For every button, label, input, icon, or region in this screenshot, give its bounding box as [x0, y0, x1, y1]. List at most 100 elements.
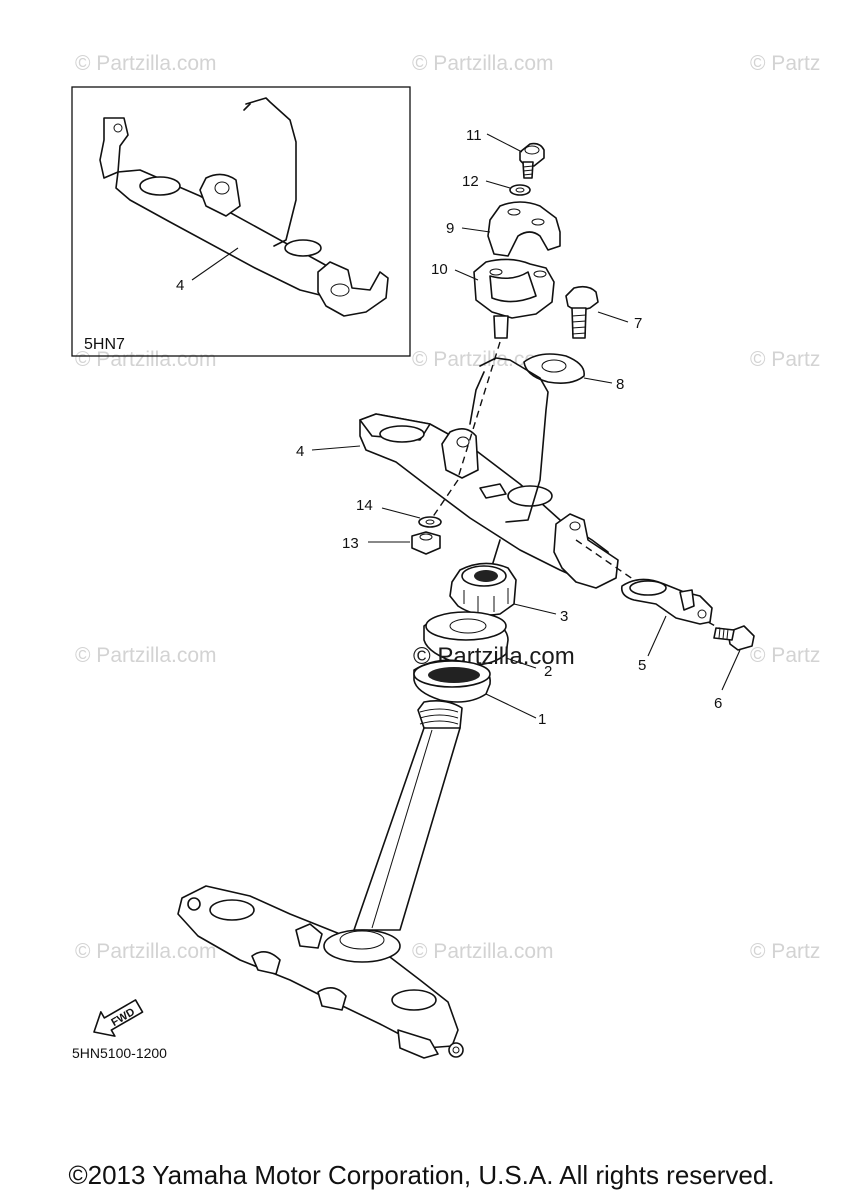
watermark: © Partzilla.com: [412, 940, 554, 963]
bolt-socket: [524, 145, 540, 155]
callout-4: 4: [296, 443, 304, 460]
stem-tube: [353, 727, 461, 931]
holder-bolt-hole: [507, 208, 521, 216]
callout-7: 7: [634, 315, 642, 332]
callout-leader: [486, 133, 523, 153]
pinch-bolt-head: [452, 1046, 460, 1054]
callout-5: 5: [638, 657, 646, 674]
watermark: © Partzilla.com: [75, 644, 217, 667]
bracket-hole: [379, 425, 425, 443]
clamp-tab: [679, 589, 695, 611]
callout-13: 13: [342, 535, 359, 552]
under-bracket-hole: [209, 899, 255, 921]
part-13-nut: [368, 531, 441, 555]
washer: [418, 516, 442, 528]
part-12-washer: [485, 180, 531, 196]
bolt-thread: [571, 314, 587, 335]
pinch-bolt: [187, 897, 201, 911]
inset-frame: [71, 86, 411, 357]
part-14-washer: [381, 507, 442, 528]
watermark: © Partzilla.com: [75, 52, 217, 75]
bracket-hole: [507, 485, 553, 507]
washer: [509, 184, 531, 196]
callout-leader: [311, 445, 361, 451]
watermark-layer: © Partzilla.com © Partzilla.com © Partz …: [75, 52, 820, 963]
fwd-label: FWD: [109, 1006, 137, 1029]
nut-hole: [419, 533, 433, 541]
stem-base-ring: [339, 930, 385, 950]
watermark: © Partz: [750, 52, 820, 75]
inset-bracket-hole: [284, 239, 322, 257]
part-6-bolt: [713, 625, 755, 691]
callout-leader: [454, 269, 479, 281]
bracket-lug: [251, 951, 281, 975]
inset-clamp-hole: [330, 283, 350, 297]
part-1-bearing: [413, 659, 537, 719]
stem-highlight: [371, 729, 433, 929]
inset-wire-stay-end: [243, 103, 251, 111]
inset-5hn7: 4 5HN7: [71, 86, 411, 357]
watermark: © Partz: [750, 940, 820, 963]
flange-bolt-head: [565, 285, 599, 311]
inset-right-clamp: [317, 261, 389, 317]
stem-thread: [419, 708, 459, 725]
assembly-line: [575, 539, 641, 585]
under-bracket-plate: [177, 885, 459, 1049]
wire-stay-arm: [469, 371, 485, 425]
callout-6: 6: [714, 695, 722, 712]
part-3-ring-nut: [449, 562, 557, 616]
clamp-hole: [629, 580, 667, 596]
callout-10: 10: [431, 261, 448, 278]
pinch-bolt: [448, 1042, 464, 1058]
callout-leader: [505, 657, 537, 669]
callout-9: 9: [446, 220, 454, 237]
part-8-collar: [523, 353, 613, 384]
callout-leader: [583, 377, 613, 384]
callout-leader: [485, 180, 511, 189]
steering-stem: [353, 700, 463, 931]
callout-1: 1: [538, 711, 546, 728]
boss-hole: [456, 436, 470, 448]
inset-handlebar-boss: [199, 173, 241, 217]
inset-variant-label: 5HN7: [84, 336, 125, 353]
fwd-arrow: FWD: [93, 999, 144, 1037]
holder-bolt-hole: [533, 270, 547, 278]
stem-base-collar: [323, 929, 401, 963]
ring-nut-bore: [474, 570, 498, 582]
under-bracket: [177, 885, 464, 1059]
bearing-bore: [428, 667, 480, 683]
under-bracket-hole: [391, 989, 437, 1011]
cover-hole: [449, 618, 487, 634]
inset-bracket-hole: [139, 176, 181, 196]
callout-leader: [191, 247, 239, 281]
bracket-clamp: [397, 1029, 439, 1059]
callout-leader: [461, 227, 491, 233]
bracket-slot: [479, 483, 507, 499]
collar-hole: [541, 359, 567, 373]
nut-body: [411, 531, 441, 555]
inset-bolt-hole: [113, 123, 123, 133]
callout-8: 8: [616, 376, 624, 393]
assembly-line: [431, 479, 459, 519]
part-2-bearing-cover: [423, 611, 537, 669]
watermark: © Partzilla.com: [412, 52, 554, 75]
callout-14: 14: [356, 497, 373, 514]
ring-nut-slots: [463, 588, 509, 612]
part-7-flange-bolt: [565, 285, 629, 339]
bracket-right-clamp: [553, 513, 619, 589]
bolt-thread: [522, 165, 534, 176]
callout-leader: [721, 649, 741, 691]
lower-holder-saddle: [489, 271, 537, 303]
assembly-line: [491, 539, 501, 567]
clamp-bolt-hole: [569, 521, 581, 531]
wire-stay: [479, 357, 549, 523]
watermark: © Partzilla.com: [75, 940, 217, 963]
cover-top: [425, 611, 507, 641]
inset-wire-stay: [245, 97, 297, 247]
washer-hole: [515, 187, 525, 193]
callout-leader: [485, 693, 537, 719]
holder-stud: [493, 315, 509, 339]
clamp-bolt-hole: [697, 609, 707, 619]
part-4-upper-bracket: [311, 357, 619, 589]
